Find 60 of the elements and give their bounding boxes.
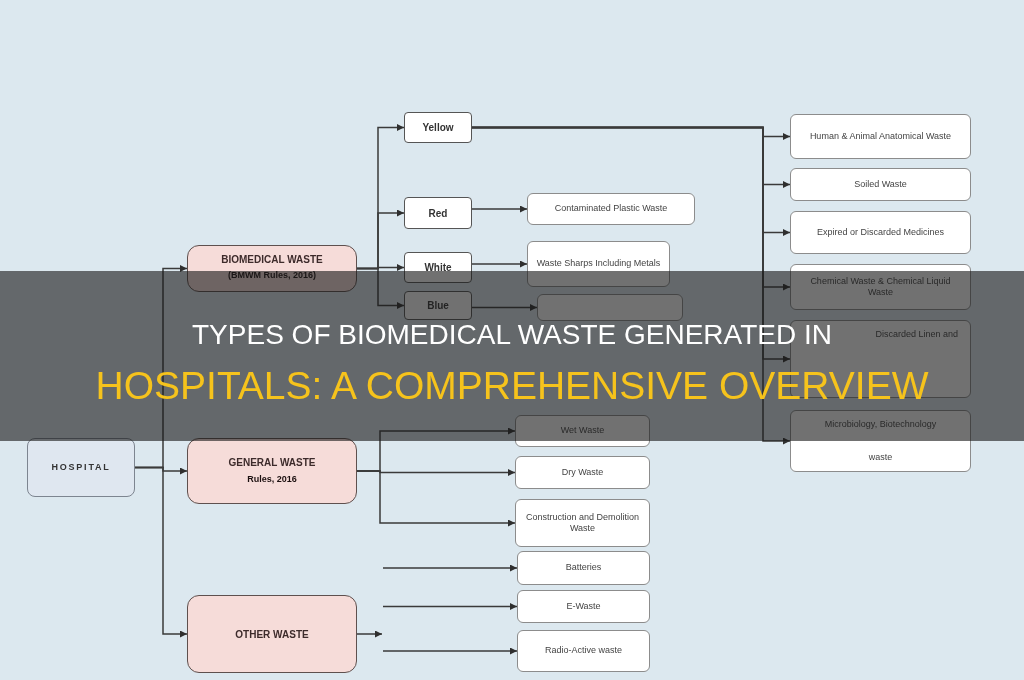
waste-item-box — [517, 630, 650, 672]
node-label: Dry Waste — [561, 466, 604, 479]
node-label: Wet Waste — [560, 425, 605, 437]
node-label: Batteries — [565, 562, 602, 574]
waste-item-box — [790, 410, 971, 472]
node-subtitle: Rules, 2016 — [247, 473, 297, 487]
arrow — [471, 205, 528, 213]
waste-item-box — [515, 456, 650, 489]
bin-category-box — [404, 252, 472, 283]
waste-item-box — [515, 415, 650, 447]
node-title: OTHER WASTE — [235, 627, 309, 642]
arrow — [471, 304, 538, 311]
arrow — [134, 466, 188, 638]
arrow — [382, 564, 518, 572]
waste-item-box — [517, 590, 650, 623]
category-box — [187, 245, 357, 292]
node-subtitle: (BMWM Rules, 2016) — [228, 269, 316, 282]
node-label: Blue — [427, 299, 449, 313]
bin-category-box — [404, 291, 472, 320]
waste-item-box — [527, 193, 695, 225]
waste-item-box — [790, 211, 971, 254]
node-label: Human & Animal Anatomical Waste — [809, 130, 952, 143]
node-label: Discarded Linen and — [875, 329, 958, 341]
waste-item-box — [517, 551, 650, 585]
waste-item-box — [515, 499, 650, 547]
bin-category-box — [404, 197, 472, 229]
arrow — [356, 470, 516, 527]
node-title: GENERAL WASTE — [228, 456, 316, 471]
node-label: Radio-Active waste — [544, 645, 622, 657]
node-label: Construction and Demolition Waste — [524, 511, 641, 535]
title: TYPES OF BIOMEDICAL WASTE GENERATED IN — [192, 321, 832, 349]
title: HOSPITALS: A COMPREHENSIVE OVERVIEW — [95, 366, 929, 405]
node-label: Waste Sharps Including Metals — [536, 258, 661, 270]
waste-item-box — [790, 168, 971, 201]
category-box — [187, 438, 357, 504]
arrow — [382, 647, 518, 655]
arrow — [382, 603, 518, 610]
node-label: Red — [428, 206, 448, 221]
node-label: HOSPITAL — [51, 460, 111, 474]
node-label: Yellow — [422, 121, 454, 135]
arrow — [356, 630, 383, 638]
node-label: Contaminated Plastic Waste — [554, 203, 668, 215]
arrow — [471, 126, 791, 445]
node-label: Soiled Waste — [854, 178, 907, 191]
waste-item-box — [527, 241, 670, 287]
arrow — [471, 260, 528, 268]
node-label: Microbiology, Biotechnology — [824, 419, 937, 431]
node-label: Chemical Waste & Chemical Liquid Waste — [809, 275, 952, 299]
empty-box — [537, 294, 683, 321]
node-title: BIOMEDICAL WASTE — [221, 253, 323, 267]
bin-category-box — [404, 112, 472, 143]
node-label: Expired or Discarded Medicines — [816, 226, 945, 239]
source-box — [27, 438, 135, 497]
category-box — [187, 595, 357, 673]
node-label: waste — [868, 451, 893, 463]
waste-item-box — [790, 264, 971, 310]
node-label: E-Waste — [566, 600, 601, 613]
node-label: White — [424, 261, 452, 275]
waste-item-box — [790, 114, 971, 159]
arrow — [356, 267, 405, 309]
